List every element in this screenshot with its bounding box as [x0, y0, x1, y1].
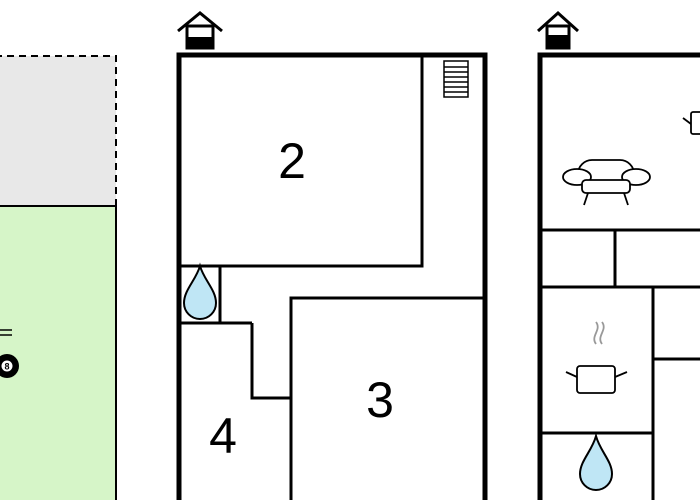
sofa-icon: [562, 159, 651, 206]
water-drop-icon: [578, 432, 614, 491]
room-4-wall: [250, 323, 291, 400]
kettle-icon: [682, 111, 700, 135]
terrace-area: [0, 55, 117, 207]
billiard-ball-icon: 8: [0, 354, 19, 378]
upper-floor-plan: [536, 10, 700, 500]
room-number-2: 2: [278, 133, 306, 189]
cooking-pot-icon: [565, 321, 628, 394]
room-2-wall: [181, 55, 424, 268]
ground-floor-plan: 2 3 4: [176, 11, 488, 500]
house-floor-icon: [536, 10, 580, 50]
billiard-ball-number: 8: [4, 362, 9, 372]
room-number-4: 4: [209, 408, 237, 464]
outer-wall: [176, 52, 488, 500]
house-floor-icon: [177, 11, 223, 50]
outdoor-area: 8: [0, 55, 117, 500]
water-drop-icon: [182, 262, 218, 320]
room-3-wall: [289, 296, 483, 500]
staircase-icon: [443, 60, 469, 98]
room-number-3: 3: [366, 372, 394, 428]
garden-area: [0, 205, 117, 500]
outer-wall: [537, 52, 700, 500]
pool-table: 8: [0, 329, 19, 378]
